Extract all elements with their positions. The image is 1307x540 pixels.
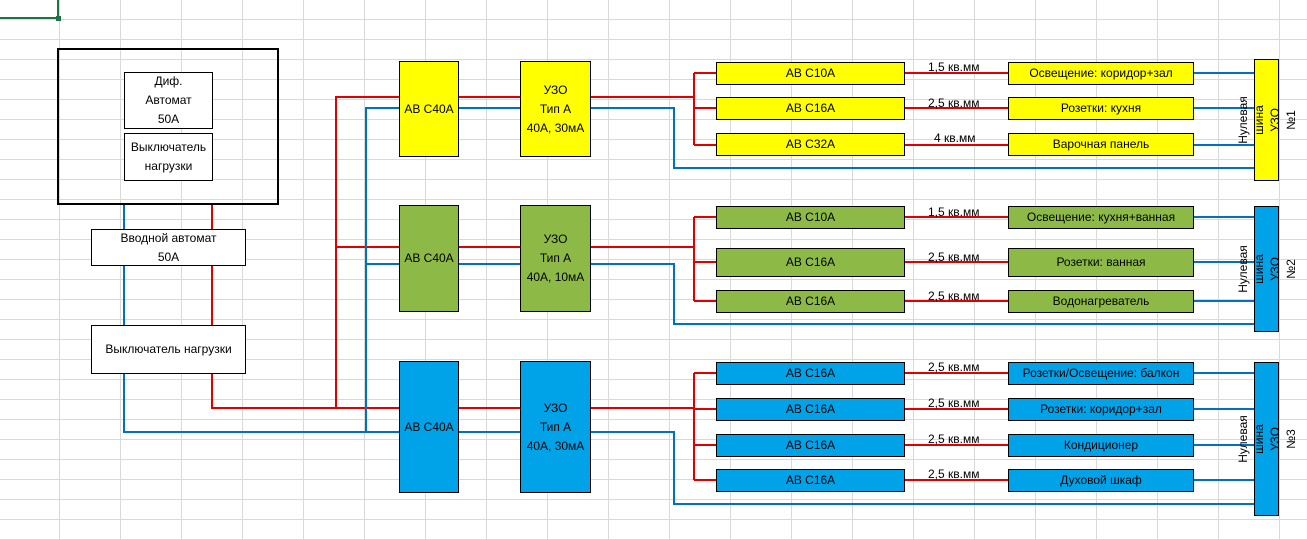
cable-label-1-3: 4 кв.мм (934, 131, 976, 145)
load-2-3: Водонагреватель (1008, 290, 1194, 313)
cable-label-1-1: 1,5 кв.мм (928, 60, 980, 74)
rcd-1: УЗО Тип А 40А, 30мА (520, 61, 591, 157)
neutral-g3-return (591, 431, 1254, 505)
neutral-bus-2: Нулевая шина УЗО №2 (1236, 206, 1298, 332)
cable-label-3-2: 2,5 кв.мм (928, 396, 980, 410)
fill-handle[interactable] (56, 16, 61, 21)
breaker-3-1: АВ С16А (716, 362, 905, 385)
neutral-g2-return (591, 263, 1254, 325)
breaker-3-4: АВ С16А (716, 469, 905, 492)
load-3-1: Розетки/Освещение: балкон (1008, 362, 1194, 385)
load-2-2: Розетки: ванная (1008, 248, 1194, 277)
load-1-2: Розетки: кухня (1008, 97, 1194, 120)
breaker-2-2: АВ С16А (716, 248, 905, 277)
load-1-3: Варочная панель (1008, 133, 1194, 156)
cable-label-3-3: 2,5 кв.мм (928, 432, 980, 446)
neutral-bus-2-label: Нулевая шина УЗО №2 (1235, 245, 1298, 293)
breaker-3-2: АВ С16А (716, 398, 905, 421)
selected-cell[interactable] (0, 0, 59, 19)
phase-wire-feed (211, 374, 399, 409)
cable-label-2-2: 2,5 кв.мм (928, 250, 980, 264)
main-breaker-2: АВ С40А (399, 205, 459, 312)
cable-label-1-2: 2,5 кв.мм (928, 96, 980, 110)
rcd-2: УЗО Тип А 40А, 10мА (520, 205, 591, 312)
breaker-2-1: АВ С10А (716, 206, 905, 229)
cable-label-3-4: 2,5 кв.мм (928, 467, 980, 481)
breaker-3-3: АВ С16А (716, 434, 905, 457)
input-enclosure (57, 48, 279, 205)
load-3-4: Духовой шкаф (1008, 469, 1194, 492)
neutral-bus-1-label: Нулевая шина УЗО №1 (1235, 96, 1298, 144)
neutral-bus-3-label: Нулевая шина УЗО №3 (1235, 415, 1298, 463)
breaker-2-3: АВ С16А (716, 290, 905, 313)
load-1-1: Освещение: коридор+зал (1008, 62, 1194, 85)
cable-label-3-1: 2,5 кв.мм (928, 360, 980, 374)
load-2-1: Освещение: кухня+ванная (1008, 206, 1194, 229)
neutral-bus-1: Нулевая шина УЗО №1 (1236, 59, 1298, 181)
load-3-2: Розетки: коридор+зал (1008, 398, 1194, 421)
cable-label-2-1: 1,5 кв.мм (928, 205, 980, 219)
breaker-1-3: АВ С32А (716, 133, 905, 156)
load-switch-top: Выключатель нагрузки (124, 133, 213, 181)
main-breaker-3: АВ С40А (399, 361, 459, 493)
breaker-1-1: АВ С10А (716, 62, 905, 85)
load-switch: Выключатель нагрузки (91, 325, 246, 374)
neutral-g1-return (591, 107, 1254, 169)
neutral-bus-3: Нулевая шина УЗО №3 (1236, 362, 1298, 516)
main-breaker-1: АВ С40А (399, 61, 459, 157)
rcd-3: УЗО Тип А 40А, 30мА (520, 361, 591, 493)
neutral-riser (365, 107, 399, 432)
load-3-3: Кондиционер (1008, 434, 1194, 457)
phase-riser (335, 96, 399, 408)
cable-label-2-3: 2,5 кв.мм (928, 289, 980, 303)
dif-automat: Диф. Автомат 50А (124, 72, 213, 129)
breaker-1-2: АВ С16А (716, 97, 905, 120)
neutral-wire-feed (123, 374, 399, 433)
input-automat: Вводной автомат 50А (91, 229, 246, 266)
